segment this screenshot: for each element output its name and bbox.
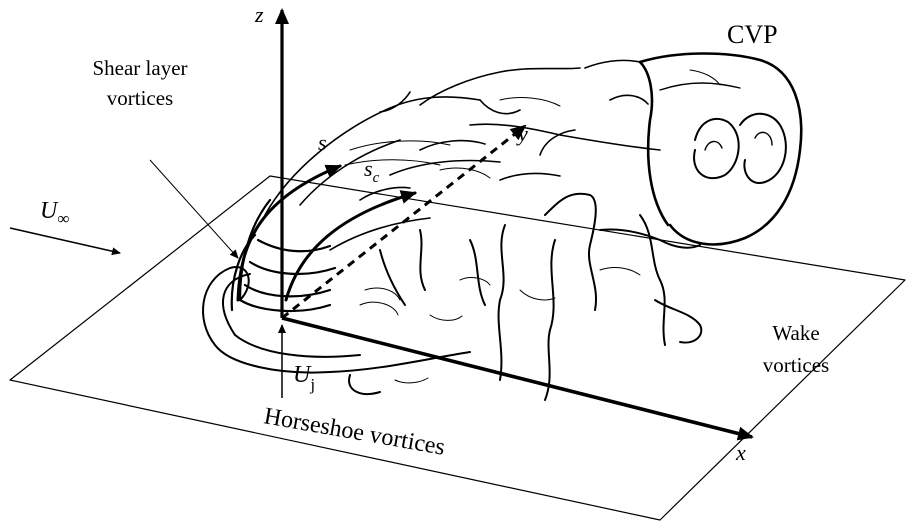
uj-subscript: j — [309, 375, 315, 394]
shear-layer-label-line1: Shear layer — [92, 56, 187, 80]
horseshoe-label: Horseshoe vortices — [262, 403, 447, 460]
s-trajectory-arrow — [238, 166, 340, 300]
wake-label-line2: vortices — [763, 353, 829, 377]
wake-vortex-lines — [380, 194, 701, 400]
wake-label-line1: Wake — [772, 321, 819, 345]
jet-body-outline — [265, 60, 660, 250]
sc-subscript: c — [373, 170, 380, 186]
cvp-vortex-tube — [640, 54, 801, 245]
s-axis-label: s — [318, 130, 327, 155]
shear-layer-leader-line — [150, 160, 238, 258]
x-axis-label: x — [735, 440, 746, 465]
uj-base: U — [293, 362, 312, 388]
z-axis-label: z — [254, 2, 264, 27]
u-inf-flow-arrow — [10, 228, 120, 253]
uj-label: Uj — [293, 362, 315, 394]
u-inf-subscript: ∞ — [57, 209, 69, 228]
shear-layer-label-line2: vortices — [107, 86, 173, 110]
u-inf-base: U — [40, 198, 59, 224]
sc-base: s — [364, 156, 373, 181]
ground-plane — [10, 176, 905, 520]
cvp-label: CVP — [727, 20, 778, 49]
u-inf-label: U∞ — [40, 198, 69, 228]
sc-trajectory-arrow — [286, 193, 415, 300]
y-axis-label: y — [516, 121, 528, 146]
